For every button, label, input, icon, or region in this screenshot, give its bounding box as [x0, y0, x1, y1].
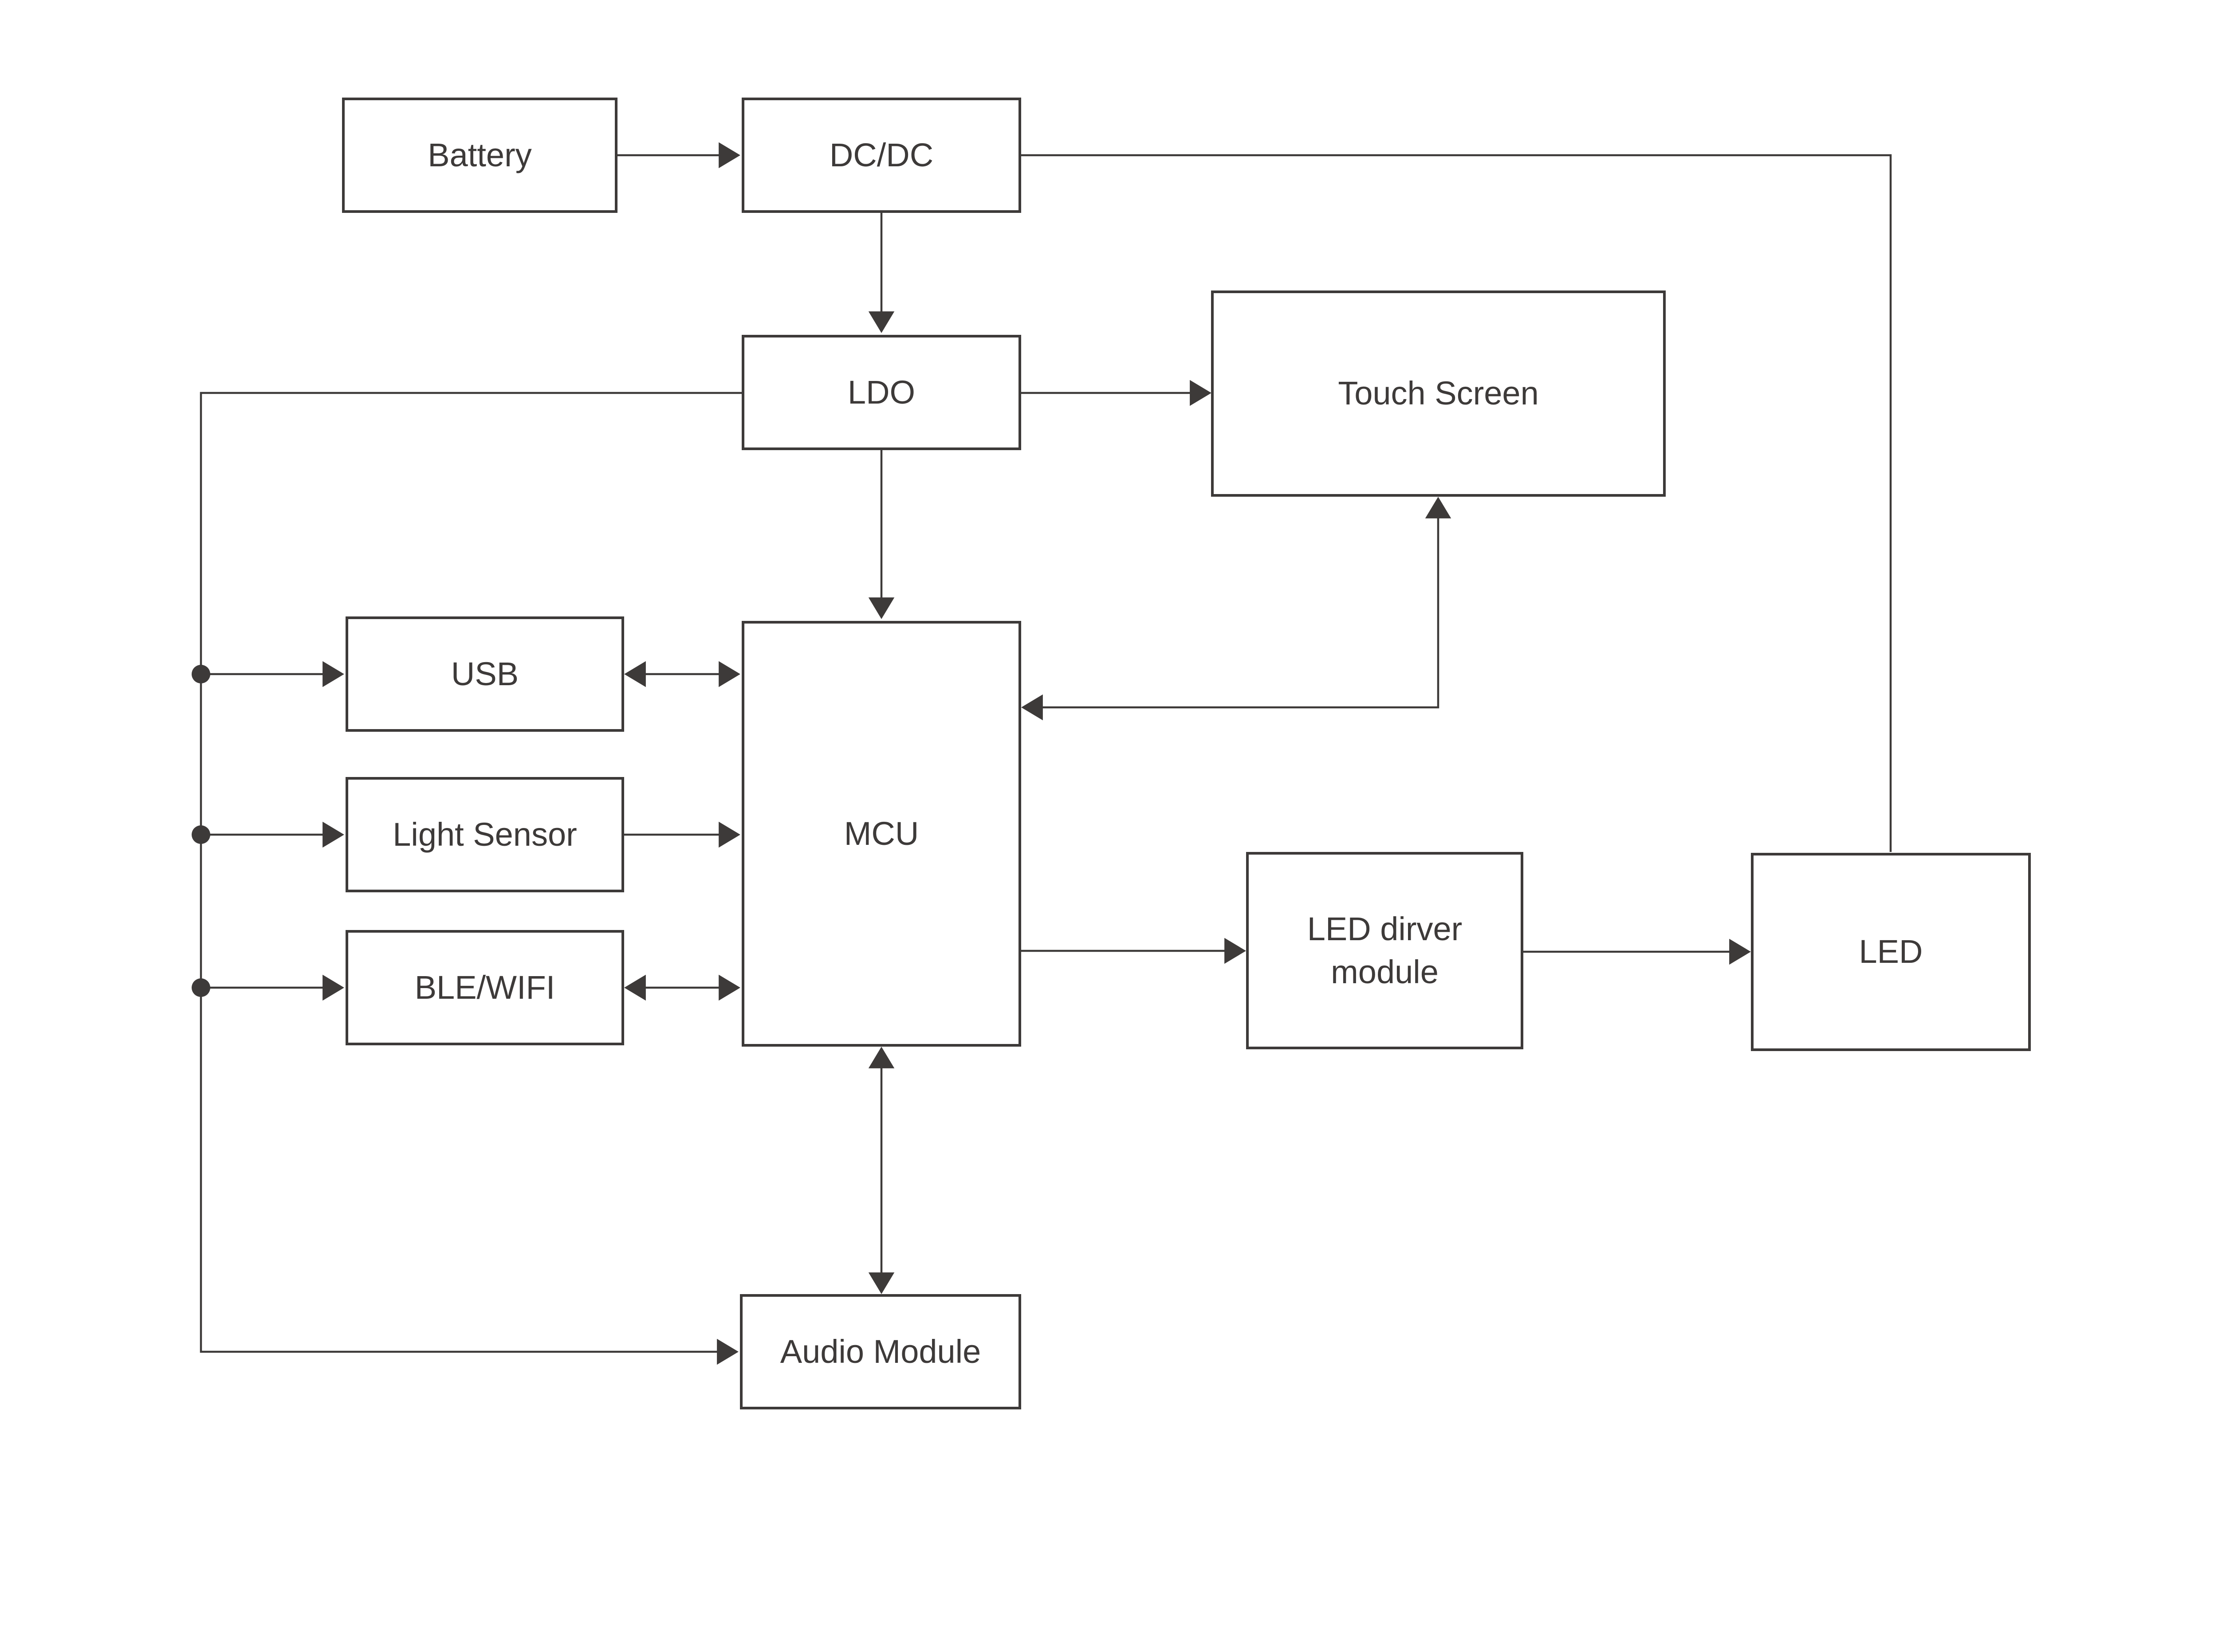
- node-ble-wifi-label: BLE/WIFI: [414, 969, 555, 1006]
- junction-dot-lightsensor: [192, 825, 210, 844]
- node-led-driver: LED dirver module: [1246, 852, 1523, 1049]
- node-ble-wifi: BLE/WIFI: [346, 930, 624, 1045]
- junction-dot-usb: [192, 665, 210, 683]
- node-led-label: LED: [1859, 933, 1923, 970]
- node-usb: USB: [346, 616, 624, 732]
- node-led-driver-label: LED dirver module: [1307, 910, 1463, 990]
- node-ldo: LDO: [742, 335, 1021, 450]
- node-ldo-label: LDO: [847, 373, 916, 411]
- node-battery: Battery: [342, 98, 617, 213]
- node-mcu-label: MCU: [844, 815, 919, 852]
- node-touch-screen-label: Touch Screen: [1338, 375, 1539, 412]
- node-dcdc: DC/DC: [742, 98, 1021, 213]
- node-audio-module-label: Audio Module: [780, 1333, 981, 1370]
- edge-ldo-rail-audio: [200, 392, 742, 1365]
- node-usb-label: USB: [451, 655, 519, 692]
- junction-dot-blewifi: [192, 978, 210, 997]
- node-mcu: MCU: [742, 621, 1021, 1047]
- node-audio-module: Audio Module: [740, 1294, 1021, 1409]
- node-light-sensor-label: Light Sensor: [393, 816, 577, 853]
- node-touch-screen: Touch Screen: [1211, 290, 1666, 497]
- edge-mcu-touchscreen: [1021, 497, 1451, 721]
- node-dcdc-label: DC/DC: [829, 136, 934, 173]
- node-light-sensor: Light Sensor: [346, 777, 624, 892]
- node-battery-label: Battery: [428, 136, 532, 173]
- node-led: LED: [1751, 853, 2031, 1051]
- edge-dcdc-led: [1021, 154, 1892, 852]
